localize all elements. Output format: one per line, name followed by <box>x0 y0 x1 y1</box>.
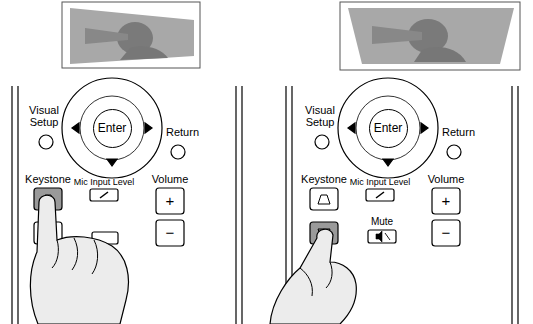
button-caption: Mic Input Level <box>74 176 135 188</box>
button-caption: Visual Setup <box>303 104 337 128</box>
projected-image-left <box>62 2 200 68</box>
remote-left-buttons <box>34 78 185 246</box>
button-caption: Mic Input Level <box>350 176 411 188</box>
button-caption: Volume <box>428 173 465 185</box>
remote-right-buttons <box>310 78 461 246</box>
button-caption: Return <box>442 126 475 138</box>
button-label: Enter <box>98 121 127 135</box>
button-symbol: − <box>166 225 175 241</box>
hand-left <box>30 195 128 324</box>
button-caption: Keystone <box>25 173 71 185</box>
enter-button: Enter <box>369 109 408 148</box>
button-symbol: − <box>442 225 451 241</box>
button-caption: Volume <box>152 173 189 185</box>
button-caption: Return <box>166 126 199 138</box>
button-symbol: + <box>442 193 451 209</box>
button-symbol: + <box>166 193 175 209</box>
button-caption: Mute <box>371 216 393 228</box>
enter-button: Enter <box>93 109 132 148</box>
button-caption: Keystone <box>301 173 347 185</box>
projected-image-right <box>340 2 520 70</box>
button-caption: Visual Setup <box>27 104 61 128</box>
button-label: Enter <box>374 121 403 135</box>
hand-right <box>270 229 356 324</box>
